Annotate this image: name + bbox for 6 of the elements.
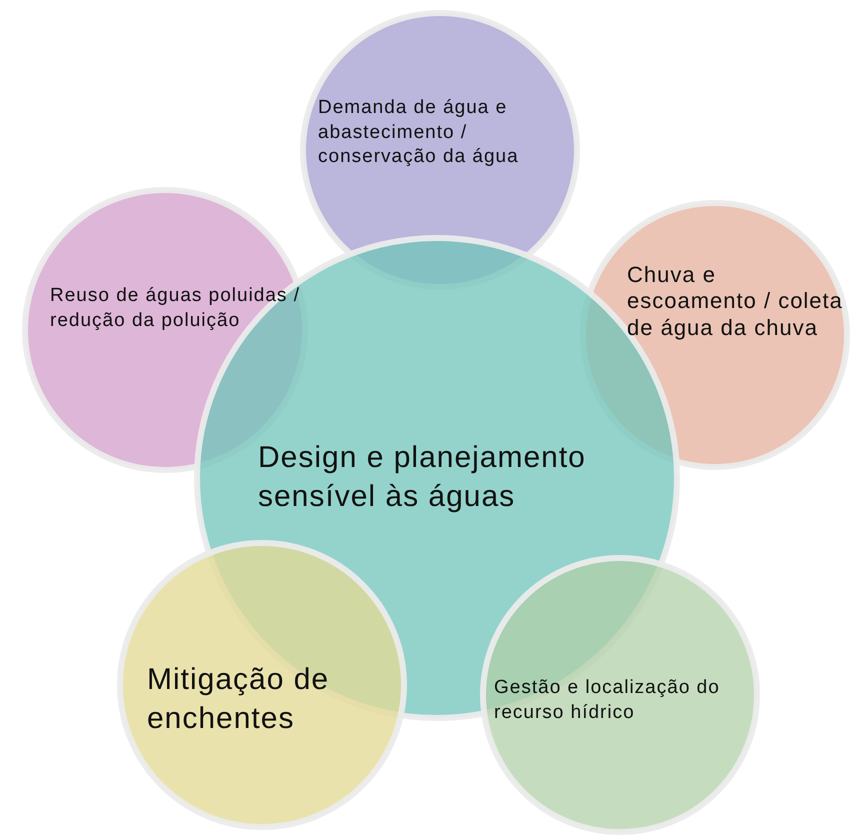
circle-label: Reuso de águas poluidas / redução da poluição — [50, 284, 301, 333]
circle-label: Demanda de água e abastecimento / conservação da água — [318, 96, 520, 170]
circle-label: Chuva e escoamento / coleta de água da chuva — [627, 262, 844, 342]
circle-label: Mitigação de enchentes — [147, 662, 330, 737]
circle-label: Gestão e localização do recurso hídrico — [494, 676, 721, 725]
circle-label: Design e planejamento sensível às águas — [258, 440, 587, 515]
